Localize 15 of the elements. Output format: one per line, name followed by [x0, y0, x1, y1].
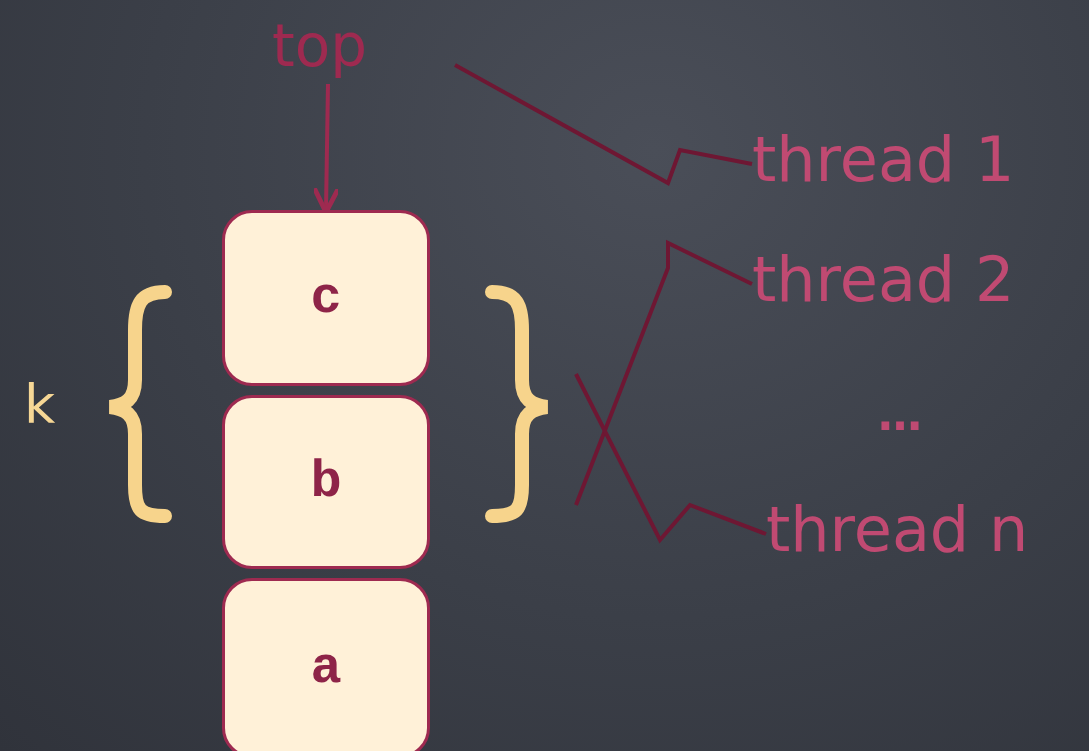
- box-letter: c: [310, 268, 342, 328]
- thread-line: [454, 63, 753, 186]
- thread-label: thread n: [766, 495, 1029, 565]
- top-label: top: [272, 14, 368, 78]
- thread-line: [574, 239, 753, 506]
- stack-box: [222, 210, 430, 386]
- box-letter: a: [310, 638, 342, 698]
- thread-label: thread 1: [752, 125, 1015, 195]
- ellipsis-label: …: [878, 390, 922, 440]
- k-label: k: [24, 375, 56, 435]
- thread-line: [574, 373, 767, 544]
- stack-box: [222, 578, 430, 751]
- stack-box: [222, 395, 430, 569]
- thread-label: thread 2: [752, 245, 1015, 315]
- box-letter: b: [310, 452, 342, 512]
